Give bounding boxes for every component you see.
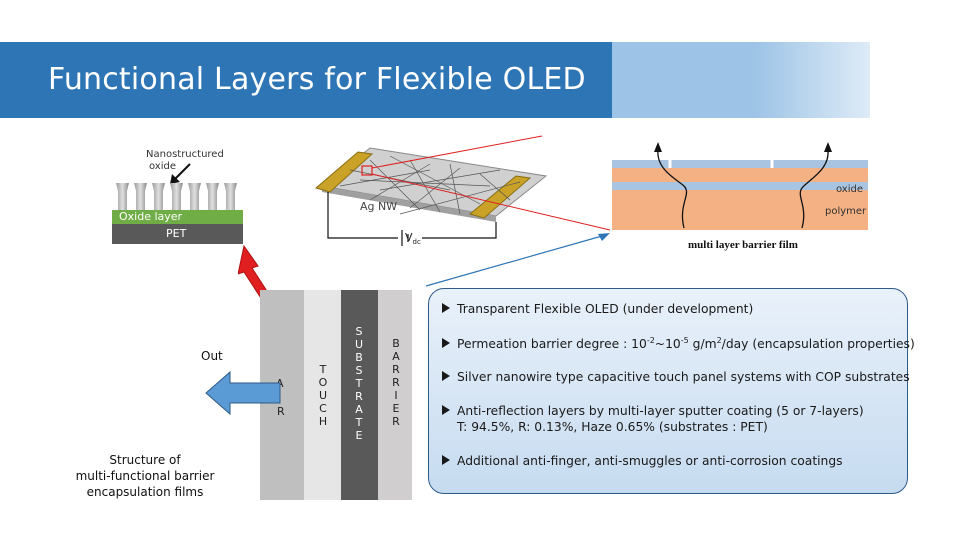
substrate-letter: R (355, 390, 363, 403)
ag-nw-label: Ag NW (360, 200, 398, 213)
touch-letter: U (318, 389, 328, 402)
substrate-letter: S (355, 364, 363, 377)
bullet-2-mid: ~10 (654, 337, 681, 352)
ar-letter-r: R (277, 405, 285, 418)
barrier-letter: R (392, 376, 400, 389)
bullet-5-text: Additional anti-finger, anti-smuggles or… (457, 454, 843, 468)
bullet-4-line1: Anti-reflection layers by multi-layer sp… (457, 404, 864, 418)
vdc-label-sub: dc (412, 238, 421, 247)
bullet-arrow-icon (442, 303, 450, 313)
bullet-arrow-icon (442, 371, 450, 381)
bullet-4-line2: T: 94.5%, R: 0.13%, Haze 0.65% (substrat… (457, 420, 768, 434)
bullet-2: Permeation barrier degree : 10-2~10-5 g/… (442, 336, 915, 351)
substrate-letter: T (355, 416, 363, 429)
bullet-2-pre: Permeation barrier degree : 10 (457, 337, 647, 352)
oxide-pillars-graphic (116, 183, 237, 210)
substrate-letters: S U B S T R A T E (353, 325, 365, 442)
bullet-2-sup1: -2 (646, 336, 655, 345)
touch-letter: C (319, 402, 327, 415)
barrier-polymer-layer (612, 194, 868, 230)
bullet-5: Additional anti-finger, anti-smuggles or… (442, 454, 843, 468)
nano-label-line2: oxide (149, 161, 177, 172)
bullet-arrow-icon (442, 405, 450, 415)
pointer-arrow-icon (170, 163, 191, 184)
bullet-1: Transparent Flexible OLED (under develop… (442, 302, 753, 316)
barrier-letter: R (392, 363, 400, 376)
barrier-polymer-upper (612, 168, 868, 182)
nano-label-line1: Nanostructured (146, 149, 224, 160)
permeation-paths-graphic (654, 142, 832, 229)
stack-caption-line3: encapsulation films (86, 485, 204, 499)
touch-letters: T O U C H (317, 363, 329, 428)
substrate-letter: E (355, 429, 363, 442)
title-band (0, 42, 612, 118)
pet-label: PET (166, 227, 187, 240)
substrate-letter: B (355, 351, 363, 364)
barrier-layer (378, 290, 412, 500)
stack-caption: Structure of multi-functional barrier en… (60, 452, 230, 500)
barrier-top-layer (612, 160, 868, 168)
bullet-arrow-icon (442, 455, 450, 465)
title-band-accent (612, 42, 870, 118)
oxide-layer-label: Oxide layer (119, 210, 183, 223)
out-label: Out (201, 349, 223, 363)
substrate-letter: U (354, 338, 364, 351)
touch-letter: T (319, 363, 327, 376)
barrier-letter: B (392, 337, 400, 350)
touch-letter: H (318, 415, 328, 428)
stack-caption-line2: multi-functional barrier (75, 469, 215, 483)
substrate-letter: S (355, 325, 363, 338)
substrate-letter: T (355, 377, 363, 390)
substrate-layer (341, 290, 378, 500)
out-arrow-icon (205, 370, 281, 416)
stack-caption-line1: Structure of (109, 453, 181, 467)
ag-nanowire-diagram (314, 135, 611, 246)
barrier-letters: B A R R I E R (390, 337, 402, 428)
polymer-layer-tag: polymer (825, 206, 867, 217)
barrier-film-caption: multi layer barrier film (688, 239, 798, 251)
bullet-2-post: /day (encapsulation properties) (721, 337, 915, 352)
vdc-label-main: V (405, 231, 413, 244)
bullet-arrow-icon (442, 338, 450, 349)
bullet-1-text: Transparent Flexible OLED (under develop… (457, 302, 754, 316)
barrier-letter: E (392, 402, 400, 415)
oxide-layer-tag: oxide (836, 184, 864, 195)
touch-letter: O (318, 376, 328, 389)
barrier-letter: A (392, 350, 400, 363)
pet-bar: PET (112, 224, 243, 244)
info-box (428, 288, 908, 494)
touch-layer (304, 290, 341, 500)
bullet-2-sup3: 2 (716, 336, 722, 345)
barrier-oxide-layer (612, 182, 868, 190)
slide-title: Functional Layers for Flexible OLED (48, 62, 586, 97)
bullet-2-unit: g/m (688, 337, 717, 352)
barrier-letter: R (392, 415, 400, 428)
barrier-gap (612, 190, 868, 194)
pointer-to-barrier-icon (425, 233, 610, 287)
oxide-layer-bar: Oxide layer (112, 210, 243, 224)
bullet-4: Anti-reflection layers by multi-layer sp… (442, 404, 864, 418)
substrate-letter: A (355, 403, 363, 416)
vdc-label: Vdc (405, 231, 421, 246)
barrier-letter: I (394, 389, 398, 402)
bullet-3: Silver nanowire type capacitive touch pa… (442, 370, 910, 384)
bullet-2-sup2: -5 (680, 336, 689, 345)
bullet-3-text: Silver nanowire type capacitive touch pa… (457, 370, 910, 384)
